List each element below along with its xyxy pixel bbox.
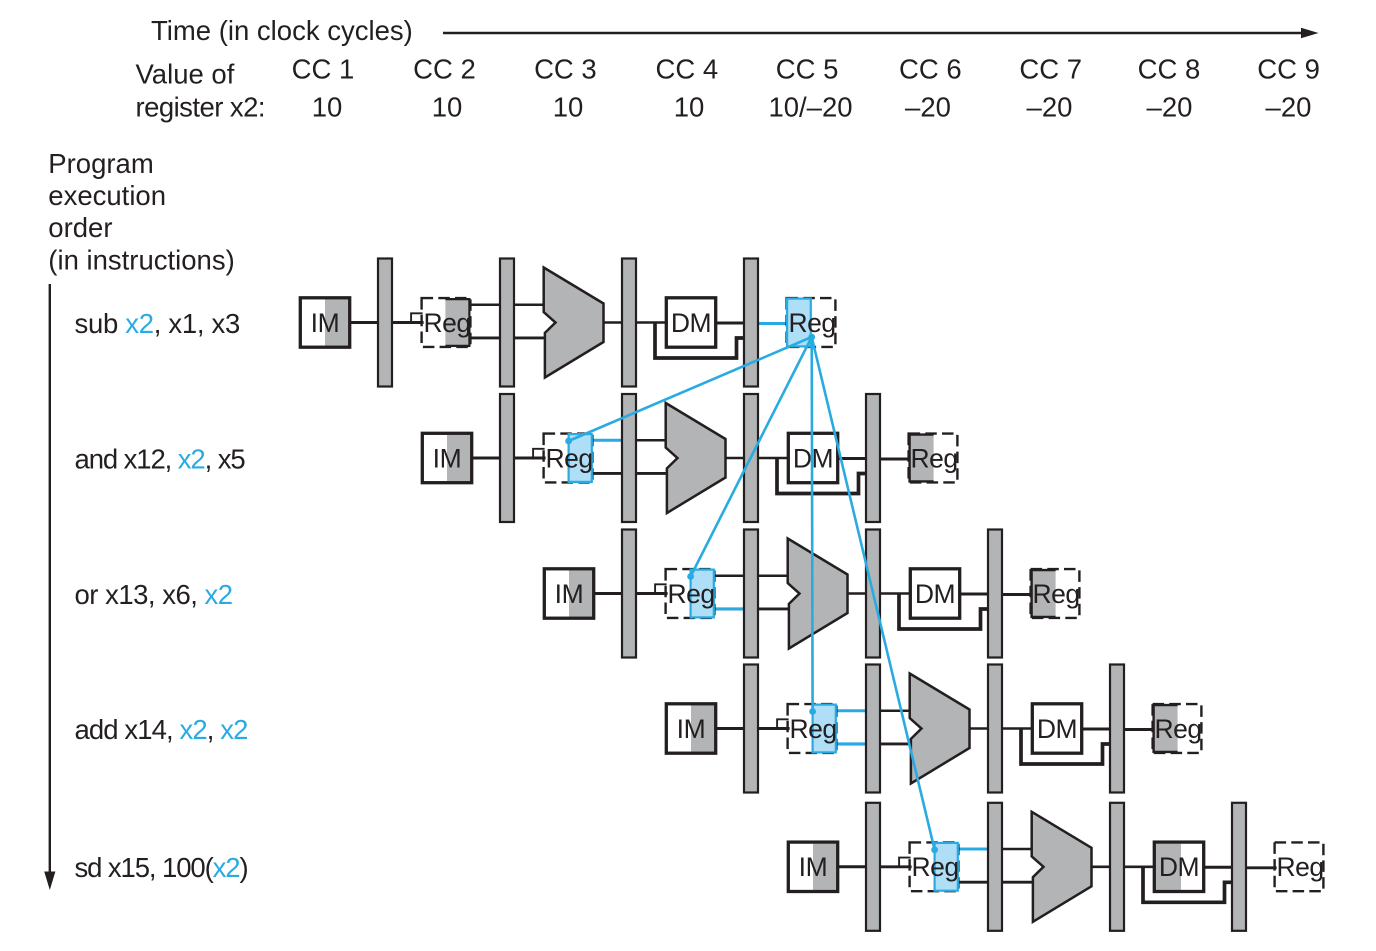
svg-text:CC 6: CC 6	[899, 54, 962, 85]
svg-text:10: 10	[312, 92, 343, 123]
svg-text:Reg: Reg	[910, 443, 957, 473]
svg-text:–20: –20	[1266, 92, 1312, 123]
svg-text:IM: IM	[555, 579, 584, 609]
svg-text:–20: –20	[1027, 92, 1073, 123]
svg-text:10: 10	[553, 92, 584, 123]
svg-text:CC 7: CC 7	[1019, 54, 1082, 85]
svg-text:CC 1: CC 1	[292, 54, 355, 85]
svg-text:CC 8: CC 8	[1138, 54, 1201, 85]
svg-text:or x13, x6, x2: or x13, x6, x2	[75, 579, 233, 610]
svg-text:and x12, x2, x5: and x12, x2, x5	[75, 443, 246, 474]
svg-text:Reg: Reg	[789, 714, 836, 744]
svg-text:Reg: Reg	[911, 852, 958, 882]
svg-text:Reg: Reg	[1276, 852, 1323, 882]
svg-text:DM: DM	[671, 308, 711, 338]
svg-text:IM: IM	[799, 852, 828, 882]
svg-text:sub x2, x1, x3: sub x2, x1, x3	[75, 308, 240, 339]
svg-text:CC 3: CC 3	[534, 54, 597, 85]
svg-text:Program: Program	[48, 148, 153, 179]
svg-text:CC 9: CC 9	[1257, 54, 1320, 85]
svg-text:Reg: Reg	[1154, 714, 1201, 744]
svg-text:register x2:: register x2:	[136, 92, 265, 123]
svg-text:Reg: Reg	[423, 308, 470, 338]
svg-text:order: order	[48, 212, 112, 243]
svg-text:–20: –20	[1147, 92, 1193, 123]
svg-text:Reg: Reg	[1032, 579, 1079, 609]
svg-text:IM: IM	[677, 714, 706, 744]
svg-text:CC 5: CC 5	[776, 54, 839, 85]
svg-text:DM: DM	[1159, 852, 1199, 882]
svg-text:DM: DM	[1037, 714, 1077, 744]
svg-text:sd x15, 100(x2): sd x15, 100(x2)	[75, 852, 248, 883]
svg-text:DM: DM	[915, 579, 955, 609]
svg-text:10: 10	[432, 92, 463, 123]
svg-text:(in instructions): (in instructions)	[48, 244, 234, 275]
svg-text:CC 2: CC 2	[413, 54, 476, 85]
svg-text:IM: IM	[433, 443, 462, 473]
svg-text:10/–20: 10/–20	[768, 92, 852, 123]
svg-text:Reg: Reg	[667, 579, 714, 609]
svg-text:Reg: Reg	[788, 308, 835, 338]
svg-text:IM: IM	[311, 308, 340, 338]
svg-text:Value of: Value of	[136, 59, 235, 90]
svg-text:Time (in clock cycles): Time (in clock cycles)	[151, 15, 413, 46]
svg-text:execution: execution	[48, 180, 166, 211]
svg-text:add x14, x2, x2: add x14, x2, x2	[75, 714, 248, 745]
svg-text:10: 10	[674, 92, 705, 123]
svg-text:–20: –20	[905, 92, 951, 123]
svg-text:CC 4: CC 4	[655, 54, 718, 85]
svg-text:Reg: Reg	[545, 443, 592, 473]
